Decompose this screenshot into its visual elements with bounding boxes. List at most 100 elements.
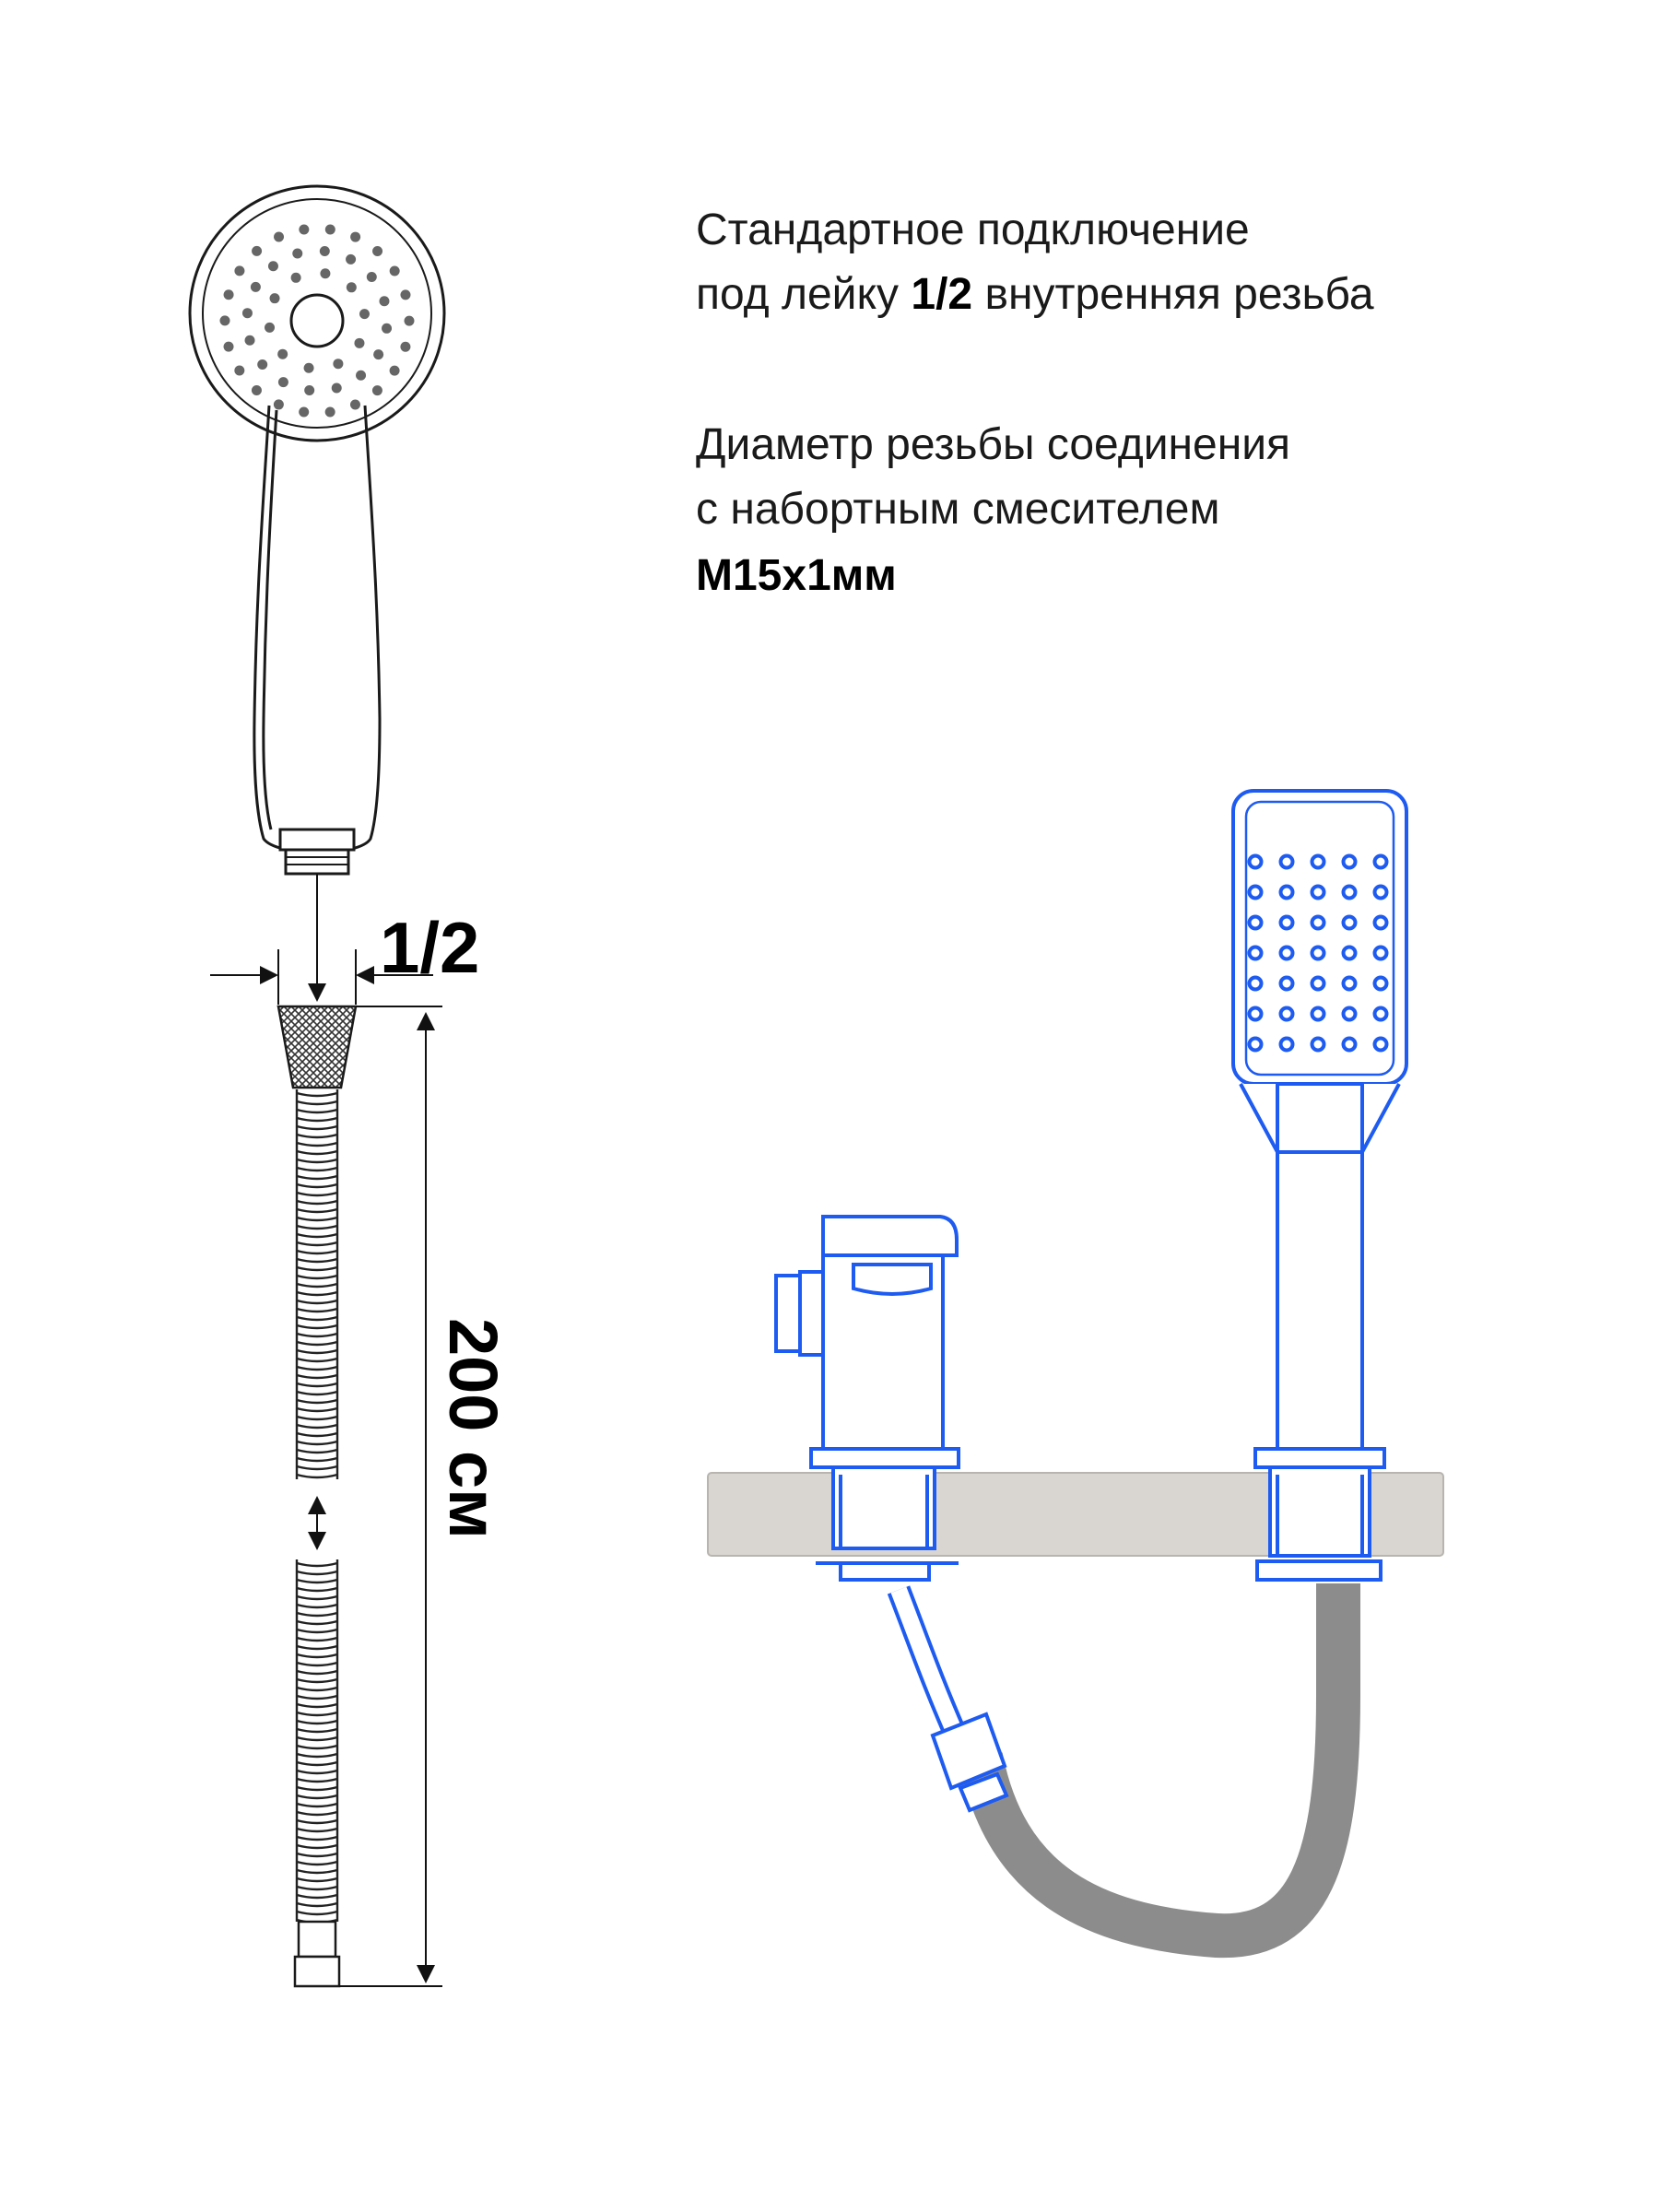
hose-ridge — [296, 1315, 338, 1322]
round-nozzle — [349, 399, 360, 410]
square-shower-nozzles — [1247, 853, 1389, 1053]
square-nozzle — [1341, 975, 1358, 992]
hose-ridge — [296, 1257, 338, 1264]
round-nozzle — [366, 271, 377, 282]
hose-cone-nut — [276, 1005, 358, 1089]
square-nozzle — [1341, 853, 1358, 870]
square-nozzle — [1341, 1036, 1358, 1053]
hose-ridge — [296, 1398, 338, 1405]
hose-ridge — [296, 1752, 338, 1759]
hose-ridge — [296, 1893, 338, 1900]
hose-ridge — [296, 1785, 338, 1792]
hose-ridge — [296, 1473, 338, 1479]
round-nozzle — [252, 245, 263, 256]
hose-ridge — [296, 1594, 338, 1601]
round-nozzle — [250, 281, 261, 292]
hose-ridge — [296, 1373, 338, 1380]
hose-ridge — [296, 1735, 338, 1742]
hose-ridge — [296, 1827, 338, 1833]
round-nozzle — [319, 245, 330, 256]
square-nozzle — [1310, 884, 1326, 900]
round-nozzle — [400, 289, 411, 300]
square-nozzle — [1310, 914, 1326, 931]
round-nozzle — [372, 245, 383, 256]
hose-ridge — [296, 1108, 338, 1114]
hose-ridge — [296, 1603, 338, 1609]
hose-ridge — [296, 1249, 338, 1255]
deck-mixer — [774, 1215, 960, 1582]
round-nozzle — [267, 261, 278, 272]
round-nozzle — [277, 348, 288, 359]
hose-ridge — [296, 1133, 338, 1139]
hose-ridge — [296, 1332, 338, 1338]
hose-ridge — [296, 1860, 338, 1866]
hose-ridge — [296, 1744, 338, 1750]
thread-dimension-arrows — [210, 874, 433, 1005]
description-line-3: Диаметр резьбы соединения — [696, 420, 1290, 469]
round-nozzle — [277, 377, 288, 388]
round-nozzle — [265, 322, 276, 333]
hose-ridge — [296, 1149, 338, 1156]
hose-ridge — [296, 1877, 338, 1883]
description-line-1: Стандартное подключение — [696, 206, 1250, 254]
hose-ridge — [296, 1777, 338, 1783]
hose-ridge — [296, 1901, 338, 1908]
hose-connector-nut — [930, 1712, 1009, 1813]
square-nozzle — [1247, 1036, 1264, 1053]
round-nozzle — [299, 224, 310, 235]
description-line-2-prefix: под лейку — [696, 270, 911, 319]
hose-ridge — [296, 1232, 338, 1239]
round-nozzle — [269, 293, 280, 304]
hose-ridge — [296, 1241, 338, 1247]
hose-ridge — [296, 1174, 338, 1181]
round-nozzle — [346, 253, 357, 265]
hose-ridge — [296, 1224, 338, 1230]
hose-ridge — [296, 1415, 338, 1421]
hose-ridge — [296, 1669, 338, 1676]
round-nozzle — [389, 265, 400, 276]
square-nozzle — [1372, 884, 1389, 900]
round-nozzle — [234, 265, 245, 276]
hose-ridge — [296, 1868, 338, 1875]
hose-ridge — [296, 1423, 338, 1430]
round-nozzle — [273, 399, 284, 410]
round-nozzle — [320, 268, 331, 279]
square-nozzle — [1247, 914, 1264, 931]
hose-ridge — [296, 1561, 338, 1568]
under-counter-hose — [887, 1583, 1360, 1959]
round-nozzle — [371, 385, 382, 396]
hose-ridge — [296, 1348, 338, 1355]
hose-ridge — [296, 1578, 338, 1584]
hose-ridge — [296, 1818, 338, 1825]
round-nozzle — [257, 359, 268, 371]
round-nozzle — [382, 323, 393, 334]
hose-ridge — [296, 1885, 338, 1891]
square-nozzle — [1247, 884, 1264, 900]
hose-ridge — [296, 1265, 338, 1272]
hose-ridge — [296, 1570, 338, 1576]
round-nozzle — [356, 370, 367, 381]
hose-ridge — [296, 1802, 338, 1808]
square-nozzle — [1310, 853, 1326, 870]
hose-corrugated-upper — [295, 1089, 339, 1479]
square-nozzle — [1372, 945, 1389, 961]
hose-ridge — [296, 1357, 338, 1363]
round-nozzle — [333, 359, 344, 370]
round-nozzle — [331, 382, 342, 394]
round-nozzle — [324, 406, 335, 418]
hose-ridge — [296, 1182, 338, 1189]
square-nozzle — [1341, 945, 1358, 961]
hose-ridge — [296, 1124, 338, 1131]
square-nozzle — [1278, 975, 1295, 992]
square-nozzle — [1341, 1006, 1358, 1022]
square-nozzle — [1341, 884, 1358, 900]
round-nozzle — [234, 365, 245, 376]
square-nozzle — [1278, 1006, 1295, 1022]
round-nozzle — [223, 289, 234, 300]
round-nozzle — [303, 362, 314, 373]
hose-ridge — [296, 1406, 338, 1413]
hose-ridge — [296, 1141, 338, 1147]
hose-ridge — [296, 1199, 338, 1206]
hose-ridge — [296, 1619, 338, 1626]
